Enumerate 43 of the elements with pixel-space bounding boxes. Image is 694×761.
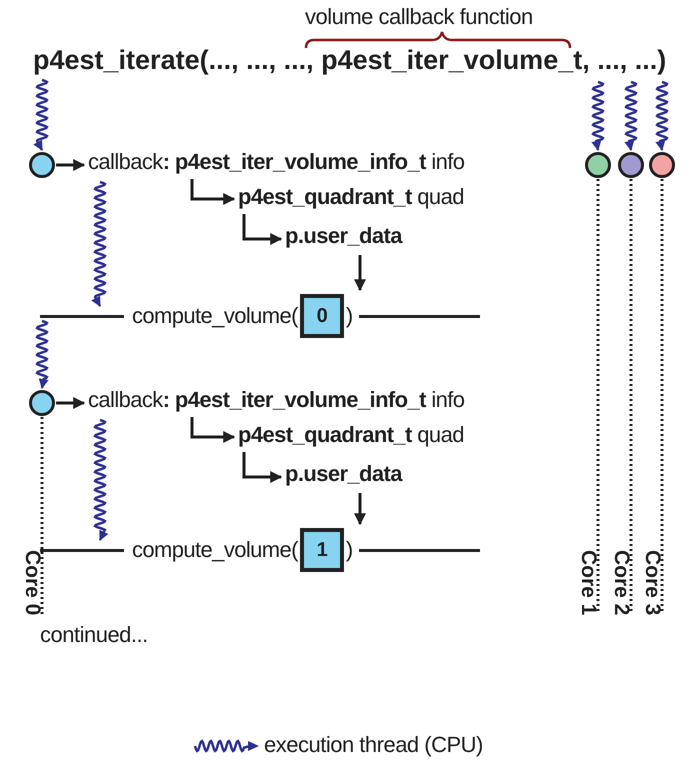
wavy-arrow bbox=[655, 80, 669, 151]
code-text: callback: p4est_iter_volume_info_t info bbox=[88, 387, 464, 414]
wavy-arrow bbox=[591, 80, 605, 151]
arrow bbox=[242, 452, 282, 483]
note-text: continued... bbox=[40, 622, 148, 648]
core-label: Core 0 bbox=[24, 550, 40, 616]
dotted-line bbox=[630, 179, 632, 614]
value-box: 0 bbox=[300, 294, 344, 338]
dotted-line bbox=[40, 417, 44, 614]
code-text: ) bbox=[346, 302, 353, 330]
arrow bbox=[56, 159, 86, 171]
core-circle bbox=[29, 152, 55, 178]
value-box: 1 bbox=[300, 528, 344, 572]
legend-text: execution thread (CPU) bbox=[264, 732, 483, 758]
core-circle bbox=[585, 152, 611, 178]
arrow bbox=[56, 397, 86, 409]
core-label: Core 3 bbox=[644, 550, 660, 616]
wavy-arrow bbox=[93, 418, 108, 541]
wavy-arrow bbox=[33, 78, 49, 151]
code-text: p4est_quadrant_t quad bbox=[238, 184, 464, 210]
code-text: callback: p4est_iter_volume_info_t info bbox=[88, 149, 464, 176]
core-label: Core 1 bbox=[580, 550, 596, 616]
arrow bbox=[242, 214, 282, 245]
arrow bbox=[354, 493, 366, 526]
arrow bbox=[190, 179, 236, 205]
code-text: p4est_quadrant_t quad bbox=[238, 422, 464, 448]
core-circle bbox=[618, 152, 644, 178]
core-circle bbox=[649, 152, 675, 178]
code-text: ) bbox=[346, 536, 353, 564]
code-text: compute_volume( bbox=[132, 536, 298, 564]
code-text: p4est_iterate(..., ..., ..., p4est_iter_volume_t, ..., ...) bbox=[33, 44, 666, 76]
code-text: compute_volume( bbox=[132, 302, 298, 330]
core-label: Core 2 bbox=[613, 550, 629, 616]
core-circle bbox=[29, 390, 55, 416]
dotted-line bbox=[660, 179, 664, 614]
dotted-line bbox=[596, 179, 600, 614]
code-text: p.user_data bbox=[285, 461, 402, 488]
wavy-arrow bbox=[35, 320, 49, 389]
arrow bbox=[190, 417, 236, 443]
callout-label: volume callback function bbox=[305, 4, 533, 30]
code-text: p.user_data bbox=[285, 223, 402, 250]
wavy-arrow bbox=[91, 180, 107, 307]
arrow bbox=[354, 255, 366, 292]
